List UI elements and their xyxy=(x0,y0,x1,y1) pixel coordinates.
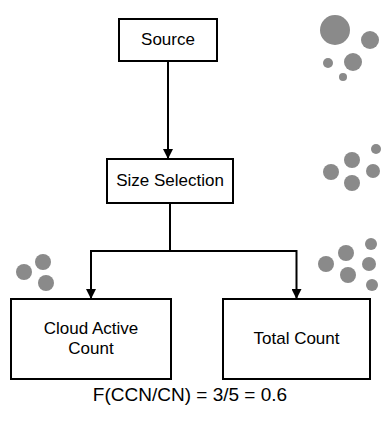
box-label: Cloud Active Count xyxy=(20,319,162,360)
box-label: Size Selection xyxy=(116,171,224,191)
formula-text: F(CCN/CN) = 3/5 = 0.6 xyxy=(93,384,287,406)
process-box: Total Count xyxy=(222,298,371,380)
particles xyxy=(16,15,381,291)
process-box: Cloud Active Count xyxy=(10,298,172,380)
box-label: Source xyxy=(141,30,195,50)
process-box: Size Selection xyxy=(106,158,234,204)
flow-arrow xyxy=(170,204,297,298)
box-label: Total Count xyxy=(254,329,340,349)
flow-arrow xyxy=(91,204,170,298)
process-box: Source xyxy=(118,18,218,62)
flow-arrow xyxy=(167,62,169,158)
